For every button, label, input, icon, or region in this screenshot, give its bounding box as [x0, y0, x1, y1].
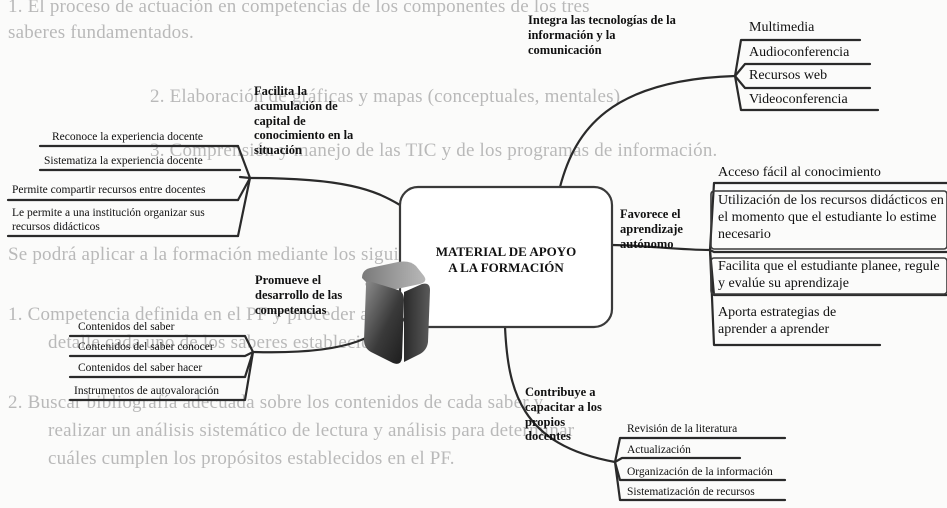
background-text-line: saberes fundamentados.	[8, 22, 194, 43]
branch-title-integra: Integra las tecnologías de la informació…	[528, 13, 676, 57]
integra-item: Recursos web	[749, 68, 828, 83]
center-node: MATERIAL DE APOYO A LA FORMACIÓN	[400, 187, 612, 327]
branch-title-promueve: Promueve el desarrollo de las competenci…	[255, 273, 343, 317]
integra-item: Videoconferencia	[749, 92, 848, 107]
favorece-item: Facilita que el estudiante planee, regul…	[718, 259, 940, 291]
facilita-item: Reconoce la experiencia docente	[52, 131, 204, 143]
promueve-item: Instrumentos de autovaloración	[74, 385, 219, 397]
integra-item: Multimedia	[749, 20, 815, 35]
promueve-item: Contenidos del saber conocer	[78, 341, 214, 353]
background-text-line: Se podrá aplicar a la formación mediante…	[8, 244, 493, 265]
background-text-line: 2. Buscar bibliografía adecuada sobre lo…	[8, 392, 544, 413]
contribuye-item: Actualización	[627, 444, 691, 456]
background-text-line: 3. Comprensión y manejo de las TIC y de …	[150, 140, 718, 161]
connector-favorece	[610, 243, 712, 252]
background-text-line: 2. Elaboración de gráficas y mapas (conc…	[150, 86, 626, 107]
contribuye-item: Organización de la información	[627, 466, 773, 478]
contribuye-item: Sistematización de recursos	[627, 486, 755, 498]
item-box	[710, 257, 947, 295]
connector-integra	[558, 74, 737, 189]
facilita-item: Le permite a una institución organizar s…	[12, 207, 205, 233]
center-title: MATERIAL DE APOYO A LA FORMACIÓN	[435, 244, 577, 276]
branch-title-facilita: Facilita la acumulación de capital de co…	[254, 84, 354, 157]
background-text-line: 1. El proceso de actuación en competenci…	[8, 0, 590, 17]
background-text-line: 1. Competencia definida en el PF y proce…	[8, 304, 481, 325]
cube-icon	[362, 261, 430, 364]
branch-title-favorece: Favorece el aprendizaje autónomo	[620, 207, 683, 251]
background-text-line: cuáles cumplen los propósitos establecid…	[48, 448, 455, 469]
center-box-outline	[398, 185, 614, 329]
background-text-line: realizar un análisis sistemático de lect…	[48, 420, 575, 441]
facilita-item: Permite compartir recursos entre docente…	[12, 184, 206, 196]
connector-contribuye	[503, 325, 617, 464]
branch-title-contribuye: Contribuye a capacitar a los propios doc…	[525, 385, 602, 444]
connector-facilita	[248, 176, 402, 207]
facilita-item: Sistematiza la experiencia docente	[44, 155, 203, 167]
background-text-line: detalle cada uno de los saberes establec…	[48, 332, 394, 353]
favorece-item: Aporta estrategias de aprender a aprende…	[718, 305, 837, 337]
promueve-item: Contenidos del saber	[78, 321, 175, 333]
integra-item: Audioconferencia	[749, 45, 850, 60]
item-box	[710, 190, 947, 250]
favorece-item: Acceso fácil al conocimiento	[718, 165, 881, 180]
contribuye-item: Revisión de la literatura	[627, 423, 738, 435]
promueve-item: Contenidos del saber hacer	[78, 362, 203, 374]
favorece-item: Utilización de los recursos didácticos e…	[718, 193, 944, 242]
